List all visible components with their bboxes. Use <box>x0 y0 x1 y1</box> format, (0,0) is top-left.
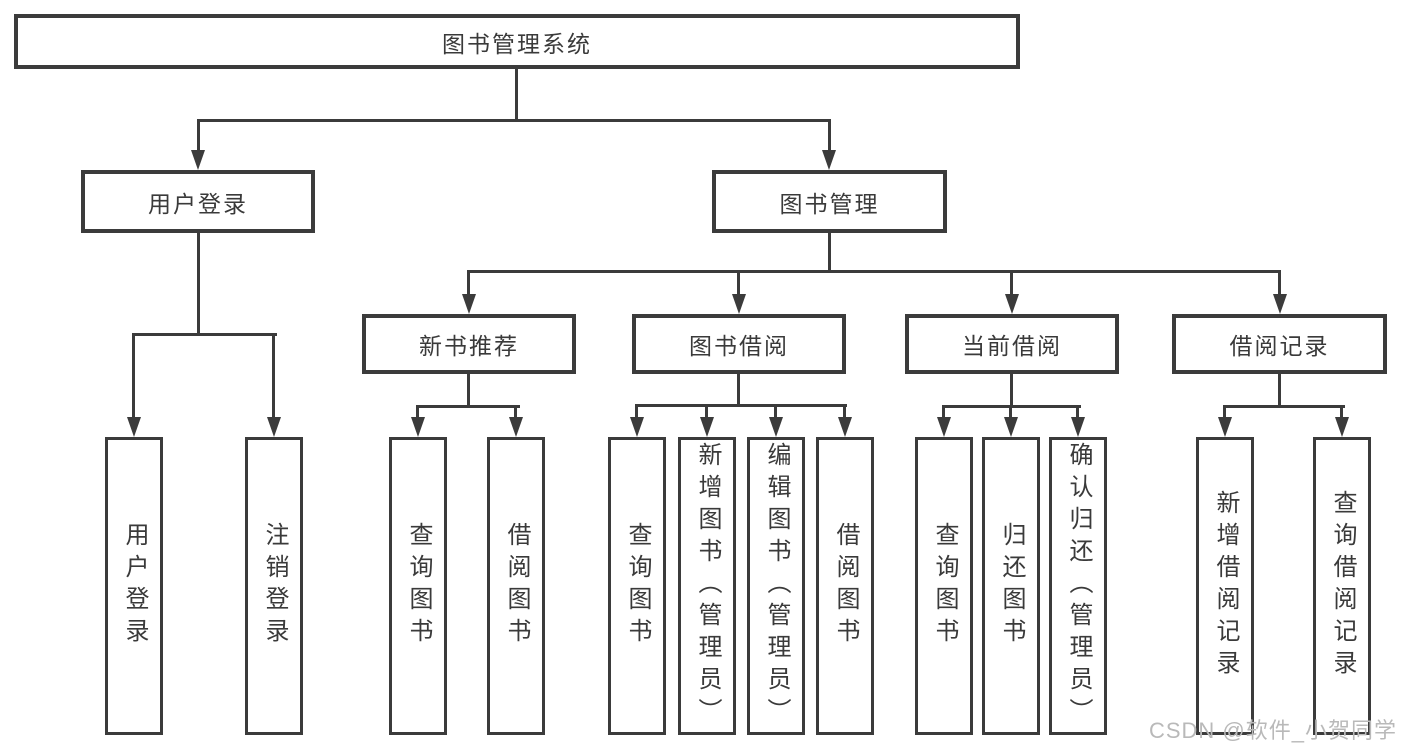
connector-line <box>416 405 520 408</box>
connector-line <box>635 404 847 407</box>
leaf-add-books-admin: 新增图书（管理员） <box>678 437 736 735</box>
node-label: 图书管理 <box>779 190 880 217</box>
connector-line <box>828 233 831 273</box>
leaf-user-login: 用户登录 <box>105 437 163 735</box>
arrow-down-icon <box>1335 417 1349 437</box>
arrow-down-icon <box>191 150 205 170</box>
leaf-return-books: 归还图书 <box>982 437 1040 735</box>
node-book-borrowing: 图书借阅 <box>632 314 846 374</box>
arrow-down-icon <box>509 417 523 437</box>
arrow-down-icon <box>732 294 746 314</box>
connector-line <box>1340 405 1343 421</box>
arrow-down-icon <box>937 417 951 437</box>
node-label: 借阅记录 <box>1229 333 1330 359</box>
leaf-edit-books-admin: 编辑图书（管理员） <box>747 437 805 735</box>
node-label: 图书借阅 <box>689 333 789 359</box>
connector-line <box>467 270 470 298</box>
connector-line <box>1223 405 1345 408</box>
connector-line <box>705 404 708 421</box>
csdn-watermark: CSDN @软件_小贺同学 <box>1148 718 1397 743</box>
leaf-borrow-books: 借阅图书 <box>487 437 545 735</box>
node-label: 查询借阅记录 <box>1329 490 1356 682</box>
connector-line <box>774 404 777 421</box>
connector-line <box>197 119 831 122</box>
leaf-confirm-return-admin: 确认归还（管理员） <box>1049 437 1107 735</box>
node-label: 借阅图书 <box>832 522 859 650</box>
connector-line <box>132 333 277 336</box>
arrow-down-icon <box>838 417 852 437</box>
connector-line <box>514 405 517 421</box>
node-label: 图书管理系统 <box>442 30 592 57</box>
connector-line <box>272 333 275 421</box>
connector-line <box>1010 374 1013 408</box>
node-label: 当前借阅 <box>962 333 1062 359</box>
arrow-down-icon <box>411 417 425 437</box>
connector-line <box>515 69 518 122</box>
arrow-down-icon <box>1273 294 1287 314</box>
arrow-down-icon <box>700 417 714 437</box>
node-label: 查询图书 <box>624 522 651 650</box>
connector-line <box>737 374 740 407</box>
leaf-add-borrow-record: 新增借阅记录 <box>1196 437 1254 735</box>
connector-line <box>1223 405 1226 421</box>
connector-line <box>737 270 740 298</box>
connector-line <box>416 405 419 421</box>
node-library-system: 图书管理系统 <box>14 14 1020 69</box>
leaf-query-books: 查询图书 <box>389 437 447 735</box>
arrow-down-icon <box>1218 417 1232 437</box>
connector-line <box>467 374 470 408</box>
node-current-borrowing: 当前借阅 <box>905 314 1119 374</box>
arrow-down-icon <box>1071 417 1085 437</box>
arrow-down-icon <box>630 417 644 437</box>
node-book-management: 图书管理 <box>712 170 947 233</box>
connector-line <box>635 404 638 421</box>
connector-line <box>1009 405 1012 421</box>
node-label: 编辑图书（管理员） <box>763 442 790 730</box>
node-new-book-recommendation: 新书推荐 <box>362 314 576 374</box>
leaf-borrow-books: 借阅图书 <box>816 437 874 735</box>
node-label: 新书推荐 <box>419 333 519 359</box>
node-label: 归还图书 <box>998 522 1025 650</box>
connector-line <box>942 405 945 421</box>
node-label: 用户登录 <box>148 190 248 217</box>
leaf-query-books: 查询图书 <box>608 437 666 735</box>
arrow-down-icon <box>127 417 141 437</box>
connector-line <box>828 119 831 157</box>
node-label: 用户登录 <box>121 522 148 650</box>
leaf-query-borrow-record: 查询借阅记录 <box>1313 437 1371 735</box>
connector-line <box>132 333 135 421</box>
node-label: 注销登录 <box>261 522 288 650</box>
arrow-down-icon <box>1004 417 1018 437</box>
node-borrowing-records: 借阅记录 <box>1172 314 1387 374</box>
node-label: 新增图书（管理员） <box>694 442 721 730</box>
leaf-logout: 注销登录 <box>245 437 303 735</box>
leaf-query-books: 查询图书 <box>915 437 973 735</box>
connector-line <box>197 119 200 157</box>
node-label: 查询图书 <box>931 522 958 650</box>
arrow-down-icon <box>769 417 783 437</box>
node-label: 借阅图书 <box>503 522 530 650</box>
node-label: 新增借阅记录 <box>1212 490 1239 682</box>
connector-line <box>1010 270 1013 298</box>
node-user-login: 用户登录 <box>81 170 315 233</box>
connector-line <box>197 233 200 336</box>
arrow-down-icon <box>267 417 281 437</box>
arrow-down-icon <box>822 150 836 170</box>
connector-line <box>1278 374 1281 408</box>
connector-line <box>1076 405 1079 421</box>
arrow-down-icon <box>462 294 476 314</box>
node-label: 查询图书 <box>405 522 432 650</box>
connector-line <box>843 404 846 421</box>
node-label: 确认归还（管理员） <box>1065 442 1092 730</box>
arrow-down-icon <box>1005 294 1019 314</box>
connector-line <box>1278 270 1281 298</box>
connector-line <box>467 270 1281 273</box>
